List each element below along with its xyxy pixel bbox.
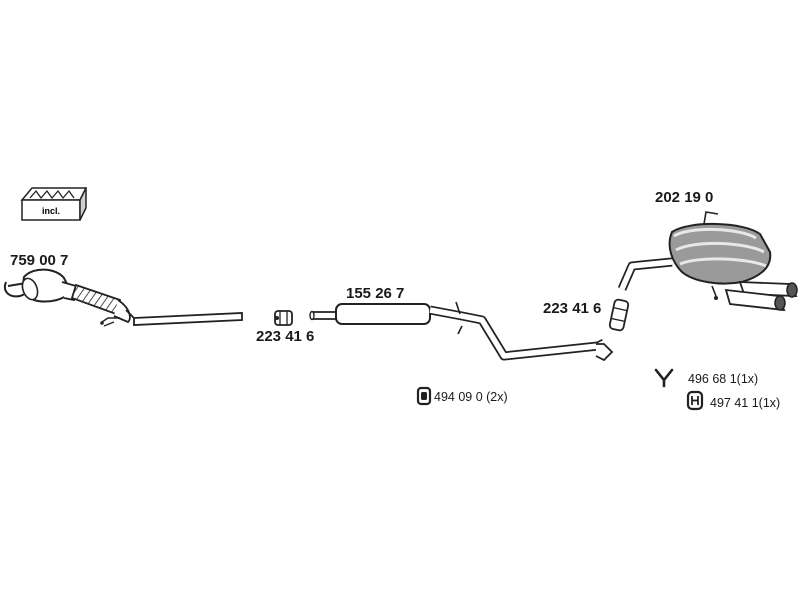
clamp-right-part bbox=[608, 298, 630, 332]
clamp-right-label: 223 41 6 bbox=[543, 300, 602, 317]
clamp-left-label: 223 41 6 bbox=[256, 328, 315, 345]
rubber-mount-icon bbox=[686, 390, 704, 411]
accessory-y-bracket-label: 496 68 1(1x) bbox=[688, 372, 759, 386]
accessory-rubber-ring-label: 494 09 0 (2x) bbox=[434, 390, 508, 404]
accessory-rubber-mount-label: 497 41 1(1x) bbox=[710, 396, 781, 410]
catalytic-converter-part bbox=[4, 268, 243, 327]
clamp-left-part bbox=[274, 310, 293, 326]
rear-silencer-part bbox=[617, 211, 798, 312]
middle-silencer-label: 155 26 7 bbox=[346, 285, 405, 302]
kit-included-label: incl. bbox=[42, 206, 60, 216]
rear-silencer-label: 202 19 0 bbox=[655, 189, 714, 206]
kit-box-icon: incl. bbox=[20, 187, 88, 221]
y-bracket-icon bbox=[654, 368, 674, 388]
rubber-ring-icon bbox=[416, 386, 432, 406]
catalytic-converter-label: 759 00 7 bbox=[10, 252, 69, 269]
middle-silencer-part bbox=[309, 301, 614, 362]
